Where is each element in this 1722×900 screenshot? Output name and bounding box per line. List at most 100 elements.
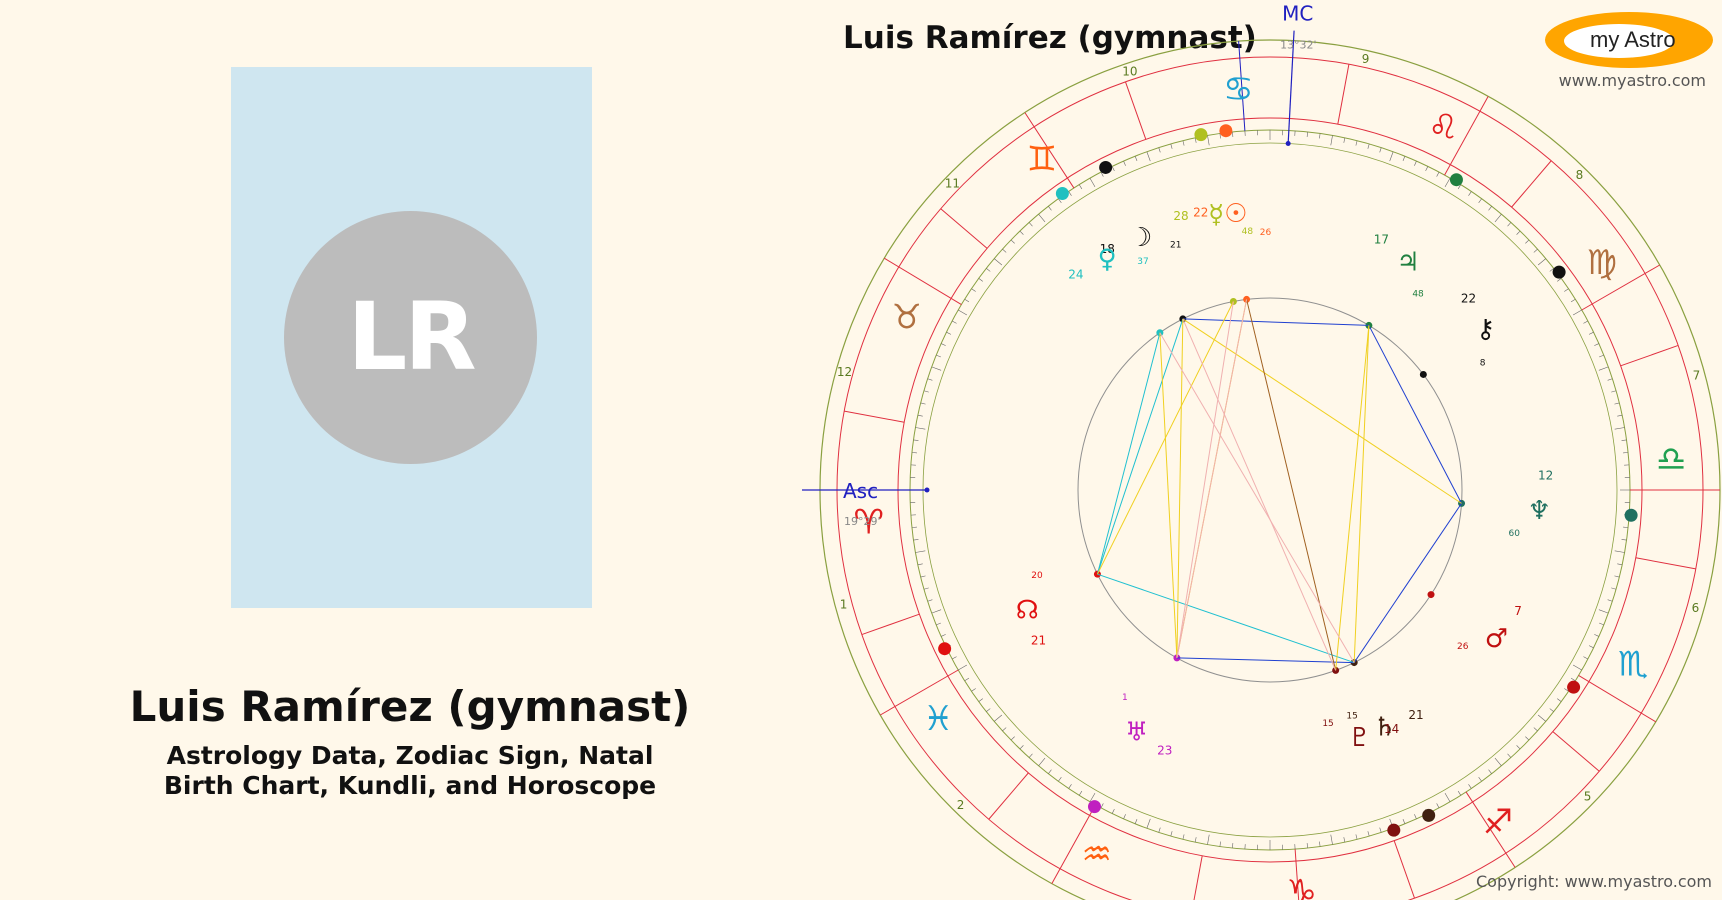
degree-tick [994, 714, 1003, 722]
profile-subtitle: Astrology Data, Zodiac Sign, Natal Birth… [60, 741, 760, 801]
house-number-ring [836, 56, 1704, 900]
degree-tick [1146, 151, 1151, 162]
degree-ring-inner [922, 142, 1618, 838]
aspect-line-sun-pluto [1246, 299, 1337, 671]
degree-tick [951, 656, 957, 660]
degree-tick [1623, 526, 1629, 528]
degree-tick [941, 634, 946, 637]
degree-tick [1425, 166, 1429, 172]
pluto-icon: ♇ [1348, 723, 1371, 753]
house-number: 7 [1693, 369, 1701, 383]
degree-tick [1355, 140, 1358, 146]
degree-tick [915, 427, 926, 430]
degree-tick [1494, 214, 1502, 223]
degree-tick [1379, 147, 1382, 153]
degree-tick [964, 298, 970, 303]
chiron-aspect-point [1419, 370, 1427, 378]
degree-tick [1614, 427, 1625, 430]
pluto-placement: ♇ 14 15 [1322, 666, 1401, 837]
aspect-line-sun-uranus [1176, 299, 1248, 659]
degree-tick [1389, 151, 1394, 162]
degree-tick [951, 320, 957, 324]
degree-tick [1343, 137, 1346, 143]
degree-tick [1078, 790, 1083, 796]
degree-tick [1330, 834, 1333, 845]
mc-axis [1287, 30, 1295, 144]
saturn-minutes: 15 [1346, 712, 1357, 722]
degree-tick [1048, 769, 1052, 774]
sign-boundary [844, 410, 905, 423]
sign-boundary [1552, 731, 1600, 772]
saturn-ring-dot [1422, 808, 1436, 822]
uranus-degree: 23 [1157, 744, 1172, 758]
mars-placement: ♂726 [1427, 591, 1581, 694]
sign-boundary [1511, 160, 1552, 208]
degree-tick [1170, 143, 1173, 149]
subtitle-line-2: Birth Chart, Kundli, and Horoscope [163, 771, 657, 800]
degree-tick [1111, 166, 1115, 172]
site-url[interactable]: www.myastro.com [1558, 71, 1706, 90]
mercury-icon: ☿ [1208, 200, 1224, 230]
mc-degree: 13°32' [1280, 39, 1317, 52]
mercury-minutes: 48 [1242, 227, 1254, 237]
degree-tick [1599, 354, 1604, 358]
degree-tick [1068, 784, 1072, 789]
aspect-line-venus-saturn [1159, 332, 1355, 663]
degree-tick [1002, 248, 1007, 253]
sign-boundary [1620, 344, 1679, 367]
myastro-logo[interactable]: my Astro [1544, 10, 1714, 70]
sign-boundary [988, 772, 1029, 820]
degree-tick [1507, 222, 1512, 227]
aspect-line-moon-node [1096, 318, 1184, 575]
degree-tick [1507, 753, 1512, 758]
aspect-line-jupiter-saturn [1353, 325, 1370, 663]
aspect-line-saturn-uranus [1176, 657, 1355, 664]
degree-tick [1533, 248, 1538, 253]
chart-title: Luis Ramírez (gymnast) [843, 20, 1257, 56]
sign-boundary [1124, 81, 1147, 140]
degree-tick [986, 708, 991, 712]
degree-tick [1058, 777, 1062, 782]
degree-tick [1158, 147, 1161, 153]
degree-tick [1525, 736, 1530, 741]
degree-tick [941, 343, 946, 346]
sun-degree: 22 [1193, 205, 1208, 219]
degree-tick [1614, 550, 1625, 553]
jupiter-minutes: 48 [1412, 290, 1424, 300]
jupiter-ring-dot [1449, 173, 1463, 187]
degree-tick [931, 366, 942, 371]
degree-tick [1123, 814, 1126, 819]
degree-tick [1158, 827, 1161, 833]
venus-degree: 24 [1068, 267, 1083, 281]
uranus-placement: ♅231 [1087, 654, 1181, 814]
degree-tick [1564, 288, 1569, 292]
uranus-minutes: 1 [1122, 693, 1128, 703]
degree-tick [1019, 745, 1024, 750]
jupiter-icon: ♃ [1396, 247, 1419, 277]
degree-tick [1182, 834, 1185, 840]
degree-tick [1598, 366, 1609, 371]
degree-tick [1100, 171, 1104, 177]
degree-tick [927, 378, 933, 381]
degree-tick [971, 688, 976, 692]
aspect-circle [1077, 297, 1463, 683]
aspect-line-mercury-uranus [1176, 301, 1234, 659]
house-cusp-line [1051, 804, 1096, 884]
degree-tick [1599, 622, 1604, 626]
profile-name: Luis Ramírez (gymnast) [129, 682, 691, 731]
aspect-line-moon-pluto [1182, 318, 1337, 671]
pluto-degree: 14 [1384, 722, 1399, 736]
node-icon: ☊ [1016, 595, 1039, 625]
degree-tick [1414, 814, 1417, 819]
degree-tick [1444, 178, 1451, 188]
degree-tick [958, 309, 968, 316]
sign-boundary [1193, 855, 1203, 900]
degree-tick [1010, 736, 1015, 741]
copyright-text: Copyright: www.myastro.com [1476, 872, 1712, 891]
degree-tick [1557, 698, 1562, 702]
degree-tick [1623, 452, 1629, 454]
degree-tick [1194, 837, 1197, 843]
chiron-degree: 22 [1461, 291, 1476, 305]
